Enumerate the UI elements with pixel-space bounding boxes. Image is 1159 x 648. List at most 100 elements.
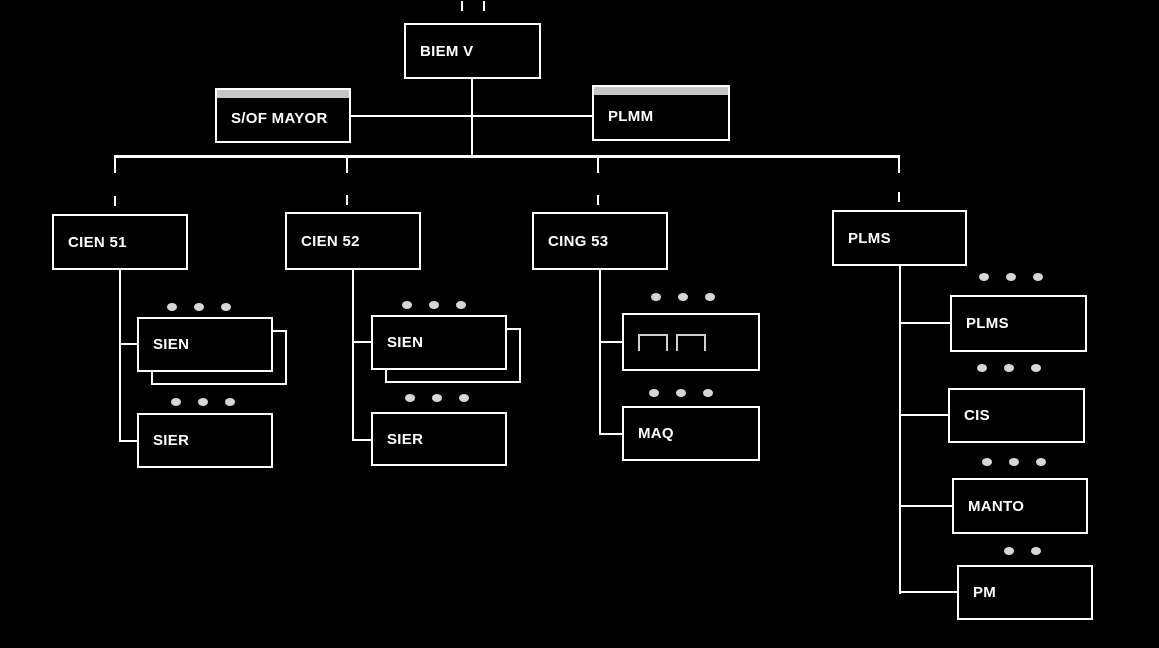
dot-icon <box>429 301 439 309</box>
node-label: PLMS <box>848 229 891 247</box>
cing53-branch-sub1 <box>599 341 622 343</box>
node-biem-v: BIEM V <box>404 23 541 79</box>
node-cing-sub-symbol <box>622 313 760 371</box>
dot-icon <box>1036 458 1046 466</box>
node-label: MAQ <box>638 425 674 442</box>
dot-icon <box>678 293 688 301</box>
plms-vertical <box>899 266 901 594</box>
cien51-branch-sier <box>119 440 137 442</box>
node-pm: PM <box>957 565 1093 620</box>
cien52-branch-sien <box>352 341 371 343</box>
dot-icon <box>432 394 442 402</box>
branch-tick-1 <box>114 196 116 206</box>
node-label: PM <box>973 584 997 601</box>
node-cien-52: CIEN 52 <box>285 212 421 270</box>
cing53-branch-maq <box>599 433 622 435</box>
top-tick-right <box>483 1 485 11</box>
node-label: BIEM V <box>420 42 474 60</box>
rail-stub-2 <box>346 158 348 173</box>
dot-icon <box>1009 458 1019 466</box>
ellipsis-dots <box>977 364 1041 372</box>
node-plmm: PLMM <box>592 85 730 141</box>
node-maq: MAQ <box>622 406 760 461</box>
node-label: SIEN <box>387 334 424 351</box>
connector-staff-horizontal <box>350 115 592 117</box>
dot-icon <box>676 389 686 397</box>
node-label: SIEN <box>153 336 190 353</box>
node-sier-2: SIER <box>371 412 507 466</box>
node-sien-1: SIEN <box>137 317 273 372</box>
dot-icon <box>194 303 204 311</box>
ellipsis-dots <box>171 398 235 406</box>
node-plms: PLMS <box>832 210 967 266</box>
node-cis: CIS <box>948 388 1085 443</box>
node-sien-2: SIEN <box>371 315 507 370</box>
dot-icon <box>1006 273 1016 281</box>
ellipsis-dots <box>402 301 466 309</box>
connector-main-rail <box>114 155 900 158</box>
cien51-branch-sien <box>119 343 137 345</box>
ellipsis-dots <box>979 273 1043 281</box>
ellipsis-dots <box>649 389 713 397</box>
ellipsis-dots <box>1004 547 1041 555</box>
rail-stub-4 <box>898 158 900 173</box>
dot-icon <box>459 394 469 402</box>
node-label: PLMS <box>966 315 1009 332</box>
dot-icon <box>982 458 992 466</box>
node-plms-sub: PLMS <box>950 295 1087 352</box>
dot-icon <box>456 301 466 309</box>
dot-icon <box>705 293 715 301</box>
dot-icon <box>402 301 412 309</box>
branch-tick-3 <box>597 195 599 205</box>
node-label: MANTO <box>968 497 1025 515</box>
top-tick-left <box>461 1 463 11</box>
rail-stub-3 <box>597 158 599 173</box>
branch-tick-4 <box>898 192 900 202</box>
dot-icon <box>1033 273 1043 281</box>
dot-icon <box>171 398 181 406</box>
dot-icon <box>1004 364 1014 372</box>
node-label: CIS <box>964 407 990 424</box>
node-label: CING 53 <box>548 232 609 250</box>
node-label: S/OF MAYOR <box>231 110 328 127</box>
ellipsis-dots <box>405 394 469 402</box>
rail-stub-1 <box>114 158 116 173</box>
node-manto: MANTO <box>952 478 1088 534</box>
plms-branch-plms <box>899 322 950 324</box>
dot-icon <box>979 273 989 281</box>
dot-icon <box>225 398 235 406</box>
ellipsis-dots <box>982 458 1046 466</box>
dot-icon <box>1031 364 1041 372</box>
node-cien-51: CIEN 51 <box>52 214 188 270</box>
dot-icon <box>651 293 661 301</box>
node-label: CIEN 51 <box>68 233 127 251</box>
branch-tick-2 <box>346 195 348 205</box>
goalpost-symbol-icon <box>676 333 706 351</box>
dot-icon <box>1004 547 1014 555</box>
dot-icon <box>649 389 659 397</box>
ellipsis-dots <box>651 293 715 301</box>
node-label: PLMM <box>608 107 654 125</box>
node-label: SIER <box>387 430 424 448</box>
dot-icon <box>198 398 208 406</box>
cing53-vertical <box>599 270 601 435</box>
plms-branch-pm <box>899 591 957 593</box>
dot-icon <box>167 303 177 311</box>
connector-root-vertical <box>471 79 473 158</box>
dot-icon <box>703 389 713 397</box>
dot-icon <box>1031 547 1041 555</box>
dot-icon <box>977 364 987 372</box>
cien52-branch-sier <box>352 439 371 441</box>
dot-icon <box>405 394 415 402</box>
node-sof-mayor: S/OF MAYOR <box>215 88 351 143</box>
node-label: CIEN 52 <box>301 232 360 250</box>
ellipsis-dots <box>167 303 231 311</box>
cien51-vertical <box>119 270 121 442</box>
cien52-vertical <box>352 270 354 441</box>
node-sier-1: SIER <box>137 413 273 468</box>
node-label: SIER <box>153 432 190 449</box>
goalpost-symbol-icon <box>638 333 668 351</box>
plms-branch-cis <box>899 414 948 416</box>
node-cing-53: CING 53 <box>532 212 668 270</box>
